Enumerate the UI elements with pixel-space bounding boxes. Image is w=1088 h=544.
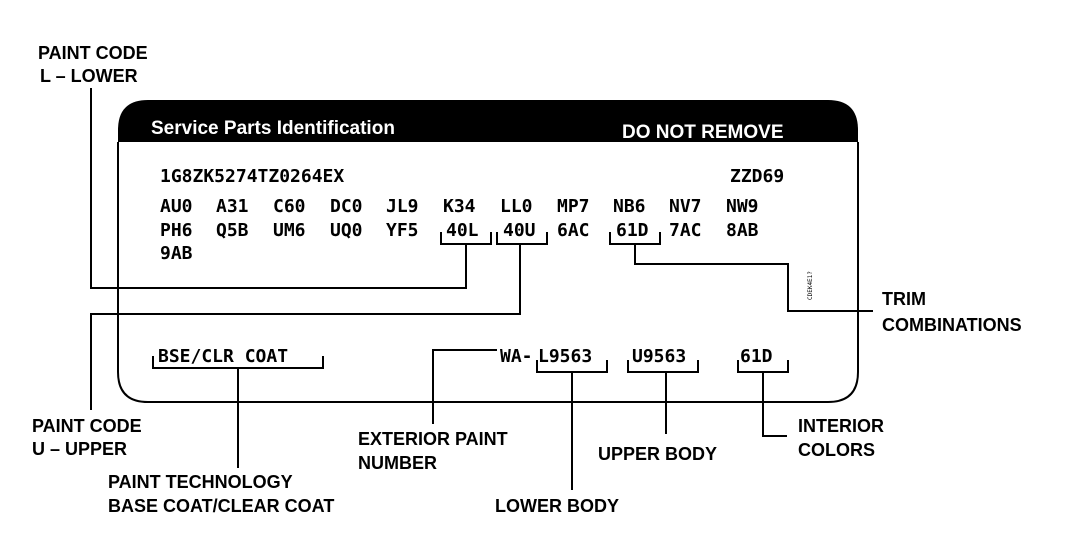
rpo-code: DC0	[330, 196, 363, 217]
rpo-code-40u: 40U	[503, 220, 536, 241]
callout-text: U – UPPER	[32, 439, 127, 459]
callout-upper-body: UPPER BODY	[598, 444, 717, 464]
rpo-codes-row-2: PH6 Q5B UM6 UQ0 YF5 40L 40U 6AC 61D 7AC …	[160, 220, 759, 241]
callout-trim-combinations: TRIM COMBINATIONS	[882, 289, 1022, 335]
lower-body-code: L9563	[538, 346, 592, 367]
upper-body-code: U9563	[632, 346, 686, 367]
callout-text: L – LOWER	[40, 66, 138, 86]
rpo-code: A31	[216, 196, 249, 217]
header-title: Service Parts Identification	[151, 118, 395, 139]
leader-paint-code-upper	[90, 244, 521, 410]
rpo-code: YF5	[386, 220, 419, 241]
callout-text: COMBINATIONS	[882, 315, 1022, 335]
callout-text: PAINT CODE	[32, 416, 142, 436]
callout-text: INTERIOR	[798, 416, 884, 436]
rpo-code: JL9	[386, 196, 419, 217]
bracket-40u	[496, 232, 548, 245]
rpo-codes-row-1: AU0 A31 C60 DC0 JL9 K34 LL0 MP7 NB6 NV7 …	[160, 196, 759, 217]
rpo-code: C60	[273, 196, 306, 217]
callout-exterior-paint-number: EXTERIOR PAINT NUMBER	[358, 429, 508, 473]
rpo-code: NW9	[726, 196, 759, 217]
interior-code: 61D	[740, 346, 773, 367]
callout-text: LOWER BODY	[495, 496, 619, 516]
callout-text: COLORS	[798, 440, 875, 460]
model-code: ZZD69	[730, 166, 784, 187]
callout-text: PAINT TECHNOLOGY	[108, 472, 293, 492]
rpo-code: UM6	[273, 220, 306, 241]
callout-paint-code-lower: PAINT CODE L – LOWER	[38, 43, 148, 86]
bracket-upper-body	[627, 360, 699, 373]
callout-text: EXTERIOR PAINT	[358, 429, 508, 449]
leader-paint-code-lower	[90, 88, 467, 289]
rpo-code: NB6	[613, 196, 646, 217]
callout-lower-body: LOWER BODY	[495, 496, 619, 516]
callout-text: NUMBER	[358, 453, 437, 473]
callout-interior-colors: INTERIOR COLORS	[798, 416, 884, 460]
leader-trim	[634, 244, 873, 312]
rpo-code: MP7	[557, 196, 590, 217]
leader-interior	[762, 372, 787, 437]
rpo-code: Q5B	[216, 220, 249, 241]
callout-text: UPPER BODY	[598, 444, 717, 464]
rpo-code: 6AC	[557, 220, 590, 241]
rpo-code: K34	[443, 196, 476, 217]
rpo-code: 8AB	[726, 220, 759, 241]
rpo-code-40l: 40L	[446, 220, 479, 241]
callout-paint-code-upper: PAINT CODE U – UPPER	[32, 416, 142, 459]
side-id-stamp: CDEK4E1?	[807, 271, 814, 300]
leader-exterior-paint	[432, 349, 497, 424]
callout-text: BASE COAT/CLEAR COAT	[108, 496, 334, 516]
callout-text: PAINT CODE	[38, 43, 148, 63]
paint-technology-code: BSE/CLR COAT	[158, 346, 288, 367]
rpo-code: LL0	[500, 196, 533, 217]
rpo-code: 7AC	[669, 220, 702, 241]
rpo-code: UQ0	[330, 220, 363, 241]
callout-paint-technology: PAINT TECHNOLOGY BASE COAT/CLEAR COAT	[108, 472, 334, 516]
rpo-code: 9AB	[160, 243, 193, 264]
rpo-code: AU0	[160, 196, 193, 217]
rpo-code: NV7	[669, 196, 702, 217]
callout-text: TRIM	[882, 289, 926, 309]
rpo-code-61d: 61D	[616, 220, 649, 241]
label-card	[117, 142, 859, 403]
rpo-code: PH6	[160, 220, 193, 241]
vin-number: 1G8ZK5274TZ0264EX	[160, 166, 344, 187]
label-header-bar	[118, 100, 858, 142]
header-warning: DO NOT REMOVE	[622, 122, 784, 143]
paint-prefix: WA-	[500, 346, 533, 367]
